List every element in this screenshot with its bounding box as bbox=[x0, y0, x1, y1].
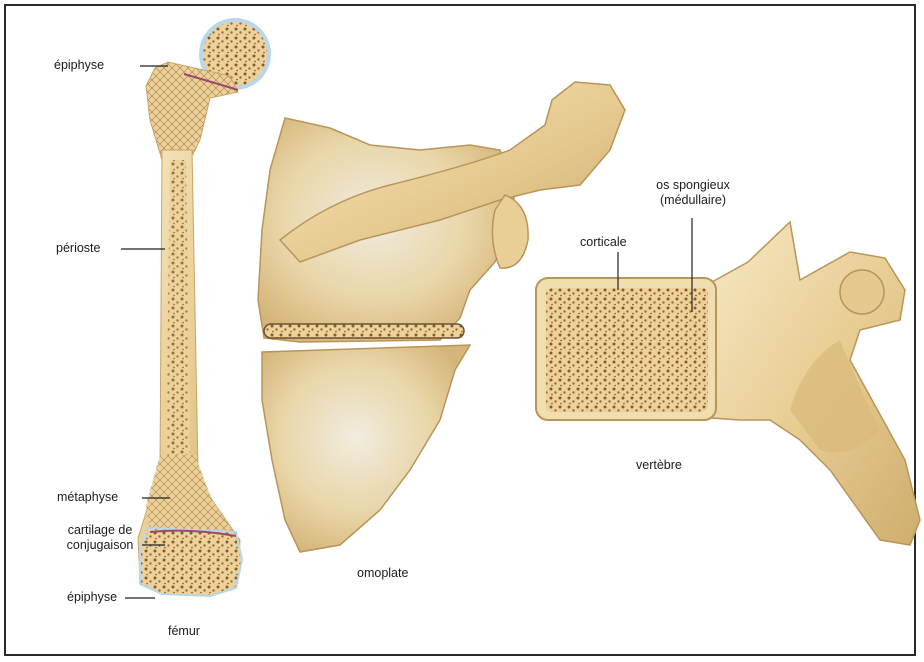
vertebra-facet bbox=[840, 270, 884, 314]
femur-distal-epiphysis bbox=[140, 528, 242, 596]
label-os-spongieux: os spongieux (médullaire) bbox=[628, 178, 758, 208]
scapula-glenoid bbox=[492, 195, 528, 268]
label-femur: fémur bbox=[168, 624, 200, 639]
label-metaphyse: métaphyse bbox=[57, 490, 118, 505]
label-os-spongieux-line1: os spongieux bbox=[628, 178, 758, 193]
label-cartilage-line1: cartilage de bbox=[56, 523, 144, 538]
label-perioste: périoste bbox=[56, 241, 100, 256]
label-epiphyse-bottom: épiphyse bbox=[67, 590, 117, 605]
vertebra-bone bbox=[536, 222, 920, 545]
label-os-spongieux-line2: (médullaire) bbox=[628, 193, 758, 208]
femur-medulla bbox=[166, 160, 190, 460]
vertebra-spongy-core bbox=[546, 288, 708, 412]
label-cartilage-line2: conjugaison bbox=[56, 538, 144, 553]
scapula-cut-section bbox=[264, 324, 464, 338]
label-epiphyse-top: épiphyse bbox=[54, 58, 104, 73]
label-omoplate: omoplate bbox=[357, 566, 408, 581]
label-vertebre: vertèbre bbox=[636, 458, 682, 473]
scapula-lower bbox=[262, 345, 470, 552]
femur-bone bbox=[138, 18, 271, 596]
femur-metaphysis bbox=[146, 455, 232, 532]
label-cartilage-de-conjugaison: cartilage de conjugaison bbox=[56, 523, 144, 553]
label-corticale: corticale bbox=[580, 235, 627, 250]
